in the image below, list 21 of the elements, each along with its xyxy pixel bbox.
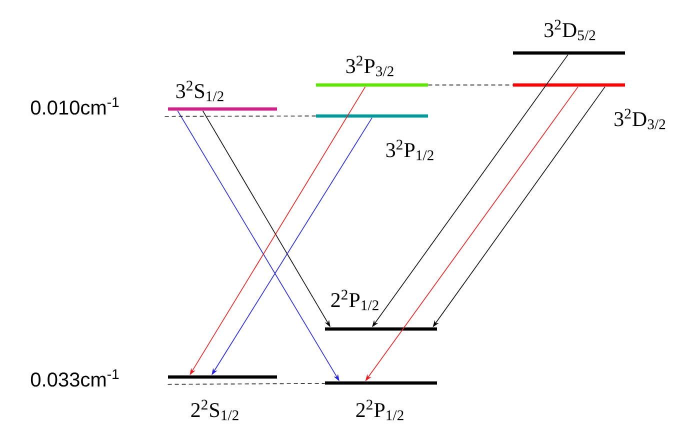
energy-level: 2$^{2}$P$_{1/2}$ bbox=[325, 290, 437, 331]
reference-line bbox=[164, 116, 316, 117]
energy-level: 3$^{2}$P$_{3/2}$ bbox=[316, 56, 428, 87]
reference-line bbox=[428, 84, 514, 86]
energy-level: 3$^{2}$S$_{1/2}$ bbox=[168, 80, 277, 111]
energy-level: 2$^{2}$S$_{1/2}$ bbox=[168, 375, 277, 420]
node-label: 2$^{2}$P$_{1/2}$ bbox=[331, 290, 378, 310]
energy-level: 3$^{2}$D$_{5/2}$ bbox=[513, 20, 625, 55]
energy-level: 2$^{2}$P$_{1/2}$ bbox=[325, 381, 437, 420]
node-label: 3$^{2}$D$_{5/2}$ bbox=[544, 20, 596, 40]
reference-line bbox=[167, 383, 326, 385]
node-label: 3$^{2}$S$_{1/2}$ bbox=[176, 80, 224, 102]
node-label: 2$^{2}$S$_{1/2}$ bbox=[191, 400, 238, 420]
energy-value: 0.010cm$^{-1}$ bbox=[30, 97, 119, 115]
energy-level: 3$^{2}$P$_{1/2}$ bbox=[316, 114, 434, 160]
energy-level: 3$^{2}$D$_{3/2}$ bbox=[513, 83, 666, 130]
node-label: 3$^{2}$D$_{3/2}$ bbox=[614, 108, 666, 130]
node-label: 3$^{2}$P$_{3/2}$ bbox=[346, 56, 394, 76]
energy-value: 0.033cm$^{-1}$ bbox=[30, 369, 119, 387]
node-label: 3$^{2}$P$_{1/2}$ bbox=[386, 140, 434, 160]
node-label: 2$^{2}$P$_{1/2}$ bbox=[356, 400, 404, 420]
